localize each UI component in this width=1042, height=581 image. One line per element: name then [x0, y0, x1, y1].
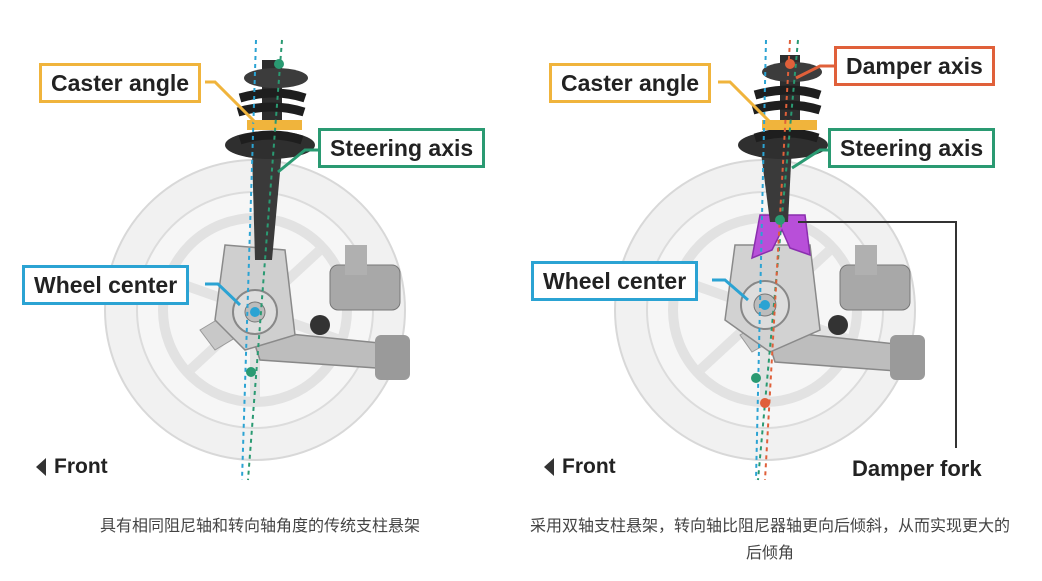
steering-axis-label: Steering axis — [318, 128, 486, 168]
right-caption: 采用双轴支柱悬架，转向轴比阻尼器轴更向后倾斜，从而实现更大的后倾角 — [530, 516, 1011, 562]
wheel-center-leader — [712, 278, 749, 302]
vertical-reference-line — [755, 39, 767, 481]
wheel-center-label: Wheel center — [22, 265, 190, 305]
caster-angle-label: Caster angle — [39, 63, 202, 103]
damper-axis-top-point — [785, 59, 795, 69]
front-direction: Front — [36, 455, 108, 479]
steering-axis-label: Steering axis — [828, 128, 996, 168]
steering-axis-top-point — [775, 215, 785, 225]
damper-axis-bottom-point — [760, 398, 770, 408]
steering-axis-top-point — [274, 59, 284, 69]
front-label: Front — [54, 455, 108, 478]
steering-rack — [828, 245, 911, 335]
caster-leader — [205, 80, 260, 127]
front-arrow-icon — [36, 458, 46, 476]
caster-angle-label: Caster angle — [549, 63, 712, 103]
left-caption: 具有相同阻尼轴和转向轴角度的传统支柱悬架 — [99, 516, 420, 535]
right-diagram: Caster angle Damper axis Steering axis W… — [520, 0, 1042, 500]
steering-rack — [310, 245, 401, 335]
left-suspension-illustration — [104, 39, 410, 481]
steering-axis-bottom-point — [246, 367, 256, 377]
wheel-center-point — [250, 307, 260, 317]
front-label: Front — [562, 455, 616, 478]
left-diagram: Caster angle Steering axis Wheel center … — [0, 0, 520, 500]
steering-axis-bottom-point — [751, 373, 761, 383]
damper-axis-label: Damper axis — [834, 46, 995, 86]
damper-fork-leader — [798, 221, 957, 448]
steering-leader — [277, 148, 322, 174]
caster-angle-marker — [247, 120, 302, 130]
caster-angle-marker — [762, 120, 817, 130]
knuckle — [214, 244, 296, 351]
damper-axis-line — [764, 39, 791, 481]
wheel-center-label: Wheel center — [531, 261, 699, 301]
caster-leader — [718, 80, 774, 126]
wheel-center-point — [760, 300, 770, 310]
damper-leader — [795, 64, 836, 80]
front-arrow-icon — [544, 458, 554, 476]
steering-axis-line — [247, 39, 283, 481]
front-direction: Front — [544, 455, 616, 479]
wheel-center-leader — [205, 282, 242, 307]
right-suspension-illustration — [614, 39, 957, 481]
vertical-reference-line — [241, 39, 257, 481]
damper-fork-label: Damper fork — [852, 456, 982, 481]
